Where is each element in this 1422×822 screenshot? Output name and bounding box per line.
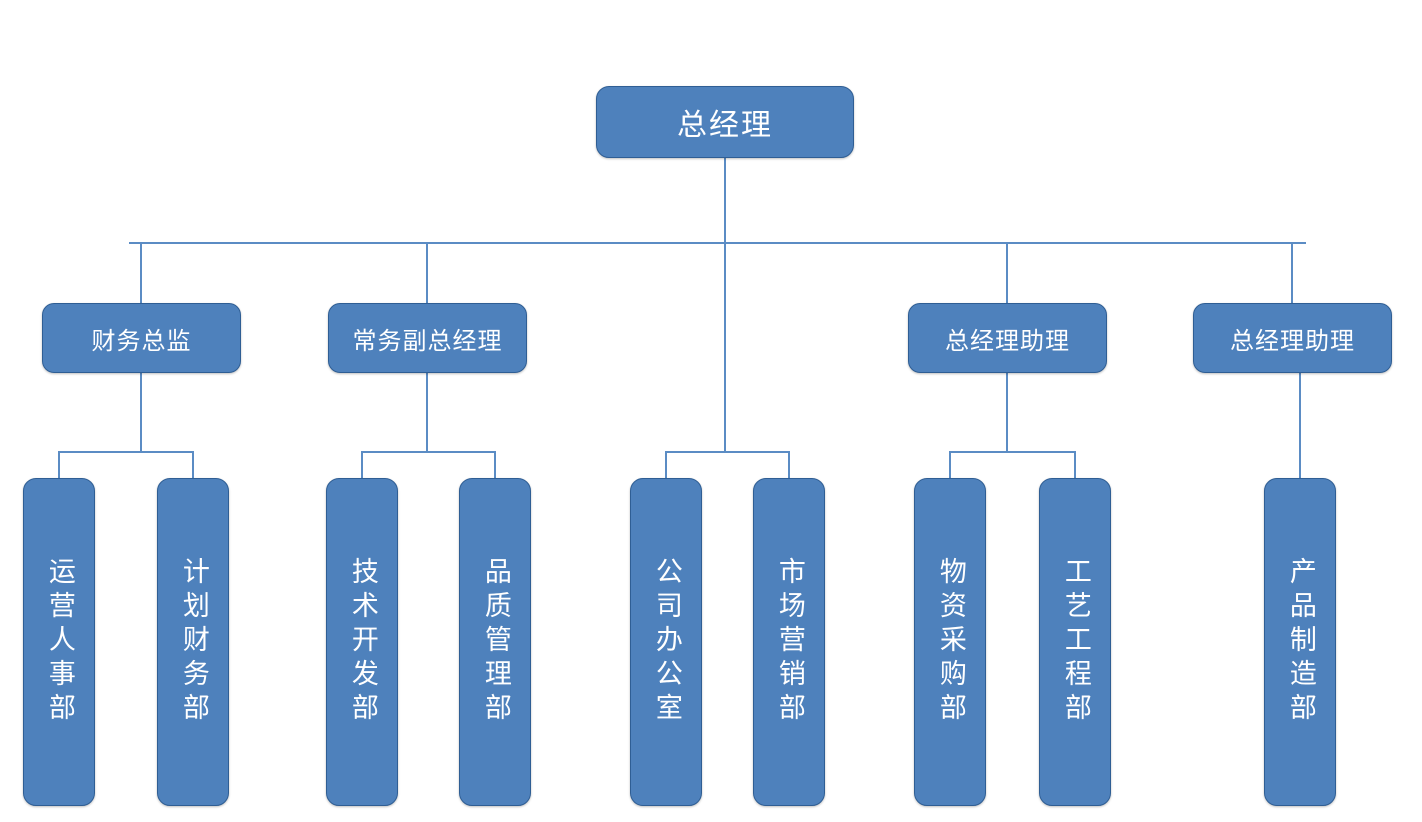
node-gm-assist-2[interactable]: 总经理助理 [1193, 303, 1392, 373]
node-planning-finance[interactable]: 计划财务部 [157, 478, 229, 806]
node-quality-mgmt-label: 品质管理部 [480, 557, 511, 727]
connector-gm-assist-1-sub-bus [949, 451, 1076, 453]
node-marketing[interactable]: 市场营销部 [753, 478, 825, 806]
connector-root-sub-bus [665, 451, 790, 453]
node-planning-finance-label: 计划财务部 [178, 557, 209, 727]
connector-deputy-gm-sub-bus [361, 451, 496, 453]
node-gm-assist-1[interactable]: 总经理助理 [908, 303, 1107, 373]
node-procurement-label: 物资采购部 [935, 557, 966, 727]
connector-root-down [724, 158, 726, 452]
connector-bus-to-gm-assist-2 [1291, 242, 1293, 304]
node-manufacturing[interactable]: 产品制造部 [1264, 478, 1336, 806]
node-gm-assist-2-label: 总经理助理 [1230, 328, 1355, 355]
node-process-eng[interactable]: 工艺工程部 [1039, 478, 1111, 806]
node-root-label: 总经理 [677, 109, 773, 142]
connector-gm-assist-1-to-procurement [949, 451, 951, 479]
node-tech-development[interactable]: 技术开发部 [326, 478, 398, 806]
node-deputy-gm-label: 常务副总经理 [352, 328, 503, 355]
connector-gm-assist-1-to-process-eng [1074, 451, 1076, 479]
node-company-office[interactable]: 公司办公室 [630, 478, 702, 806]
node-root[interactable]: 总经理 [596, 86, 854, 158]
connector-bus-to-deputy-gm [426, 242, 428, 304]
node-company-office-label: 公司办公室 [651, 557, 682, 727]
node-cfo-label: 财务总监 [91, 328, 192, 355]
connector-deputy-gm-down [426, 373, 428, 452]
node-cfo[interactable]: 财务总监 [42, 303, 241, 373]
node-tech-development-label: 技术开发部 [347, 557, 378, 727]
connector-cfo-to-operations-hr [58, 451, 60, 479]
connector-bus-to-cfo [140, 242, 142, 304]
connector-cfo-sub-bus [58, 451, 194, 453]
node-deputy-gm[interactable]: 常务副总经理 [328, 303, 527, 373]
connector-cfo-down [140, 373, 142, 452]
node-gm-assist-1-label: 总经理助理 [945, 328, 1070, 355]
connector-root-to-marketing [788, 451, 790, 479]
node-manufacturing-label: 产品制造部 [1285, 557, 1316, 727]
node-process-eng-label: 工艺工程部 [1060, 557, 1091, 727]
connector-root-to-company-office [665, 451, 667, 479]
node-marketing-label: 市场营销部 [774, 557, 805, 727]
connector-deputy-gm-to-quality-mgmt [494, 451, 496, 479]
connector-gm-assist-2-to-manufacturing [1299, 373, 1301, 479]
connector-deputy-gm-to-tech-development [361, 451, 363, 479]
connector-bus-to-gm-assist-1 [1006, 242, 1008, 304]
connector-cfo-to-planning-finance [192, 451, 194, 479]
node-procurement[interactable]: 物资采购部 [914, 478, 986, 806]
connector-main-bus [129, 242, 1306, 244]
node-operations-hr[interactable]: 运营人事部 [23, 478, 95, 806]
node-quality-mgmt[interactable]: 品质管理部 [459, 478, 531, 806]
node-operations-hr-label: 运营人事部 [44, 557, 75, 727]
connector-gm-assist-1-down [1006, 373, 1008, 452]
